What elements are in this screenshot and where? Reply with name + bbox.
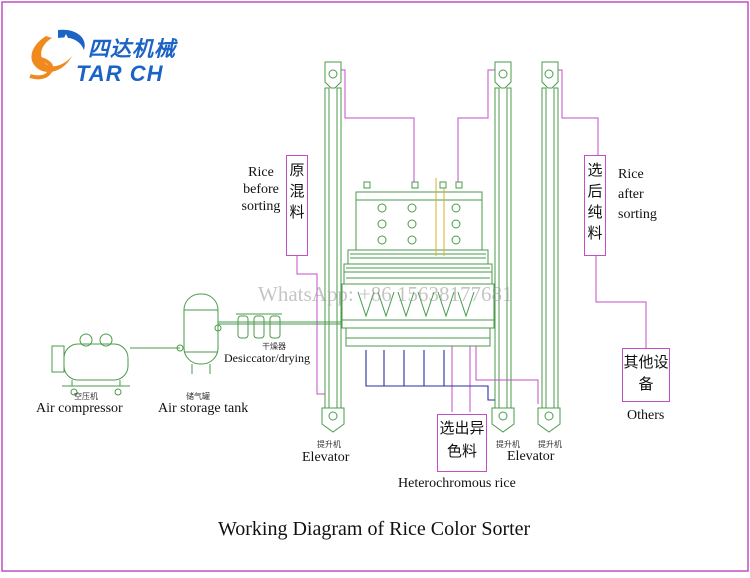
color-sorter-machine bbox=[341, 181, 495, 347]
label-air-compressor: Air compressor bbox=[36, 401, 123, 416]
label-rice-before-sorting: Rice before sorting bbox=[241, 165, 281, 214]
logo-swoosh-blue bbox=[58, 29, 85, 50]
feed-pipes bbox=[296, 69, 647, 412]
label-air-tank-cn: 储气罐 bbox=[186, 392, 210, 401]
air-line bbox=[130, 321, 342, 349]
label-elevator-right-cn: 提升机 bbox=[496, 440, 520, 449]
label-elevator-far-right-cn: 提升机 bbox=[538, 440, 562, 449]
logo-english-text: TAR CH bbox=[76, 61, 164, 86]
label-air-storage-tank: Air storage tank bbox=[158, 401, 249, 416]
logo-mark bbox=[29, 29, 85, 80]
elevator-middle bbox=[491, 61, 515, 433]
label-elevator-left-cn: 提升机 bbox=[317, 440, 341, 449]
elevator-right bbox=[537, 61, 561, 433]
label-heterochromous-rice: Heterochromous rice bbox=[398, 476, 516, 491]
elevator-left bbox=[321, 61, 345, 433]
logo-swoosh-orange bbox=[31, 36, 72, 73]
label-rice-after-sorting: Rice after sorting bbox=[618, 167, 657, 222]
logo-s-letter bbox=[29, 56, 54, 80]
logo-chinese-text: 四达机械 bbox=[88, 37, 176, 61]
logo-star bbox=[58, 34, 74, 50]
diagram-title: Working Diagram of Rice Color Sorter bbox=[218, 518, 531, 540]
desiccator bbox=[236, 313, 282, 339]
label-elevator-left: Elevator bbox=[302, 450, 350, 465]
air-compressor bbox=[51, 333, 130, 396]
label-others: Others bbox=[627, 408, 665, 423]
label-elevator-right: Elevator bbox=[507, 449, 555, 464]
box-others-cn: 其他设备 bbox=[622, 348, 670, 402]
box-rice-after-sorting-cn: 选后纯料 bbox=[584, 155, 606, 256]
air-storage-tank bbox=[176, 293, 222, 374]
sorter-guide-lines bbox=[435, 178, 445, 256]
label-air-compressor-cn: 空压机 bbox=[74, 392, 98, 401]
label-desiccator: Desiccator/drying bbox=[224, 351, 310, 365]
discharge-lines bbox=[365, 350, 495, 401]
watermark: WhatsApp: +86 15638177681 bbox=[258, 282, 513, 306]
box-heterochromous-cn: 选出异色料 bbox=[437, 414, 487, 472]
box-rice-before-sorting-cn: 原混料 bbox=[286, 155, 308, 256]
label-desiccator-cn: 干燥器 bbox=[262, 342, 286, 351]
